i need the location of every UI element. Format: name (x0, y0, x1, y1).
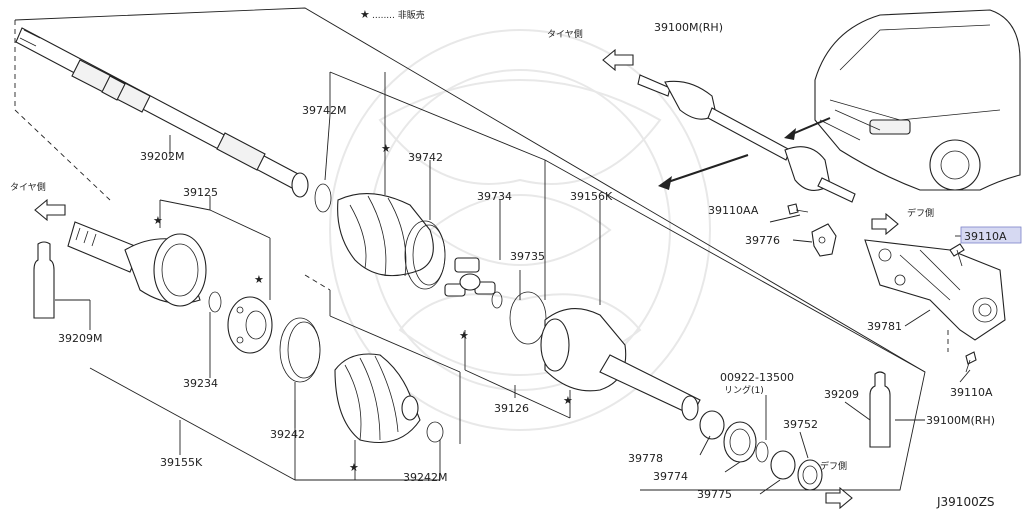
part-39242m[interactable]: 39242M (403, 471, 447, 484)
tripod-39734 (444, 257, 496, 297)
arrow-tire-left (34, 198, 66, 222)
part-00922-13500[interactable]: 00922-13500 (720, 371, 794, 384)
part-39742m[interactable]: 39742M (302, 104, 346, 117)
ring-00922 (755, 441, 769, 463)
label-tire-side-left: タイヤ側 (10, 181, 46, 193)
part-39110a-highlighted[interactable]: 39110A (964, 230, 1007, 243)
part-39735[interactable]: 39735 (510, 250, 545, 263)
non-sale-stars: ★ ★ ★ ★ ★ ★ (153, 142, 573, 474)
arrow-diff-bottom (825, 486, 853, 510)
svg-text:★: ★ (349, 461, 359, 474)
boot-lower (334, 353, 421, 444)
label-diff-side-bottom: デフ側 (820, 460, 847, 472)
part-39234[interactable]: 39234 (183, 377, 218, 390)
part-39775[interactable]: 39775 (697, 488, 732, 501)
legend-text: ........ 非販売 (372, 9, 425, 21)
seal-39775 (770, 450, 796, 480)
snap-ring-small (491, 291, 503, 309)
part-39126[interactable]: 39126 (494, 402, 529, 415)
svg-text:★: ★ (381, 142, 391, 155)
part-39125[interactable]: 39125 (183, 186, 218, 199)
part-39100m-rh-right[interactable]: 39100M(RH) (926, 414, 995, 427)
diagram-code: J39100ZS (936, 495, 995, 509)
part-39110aa[interactable]: 39110AA (708, 204, 759, 217)
pointer-arrow-1 (789, 117, 831, 136)
part-39156k[interactable]: 39156K (570, 190, 613, 203)
snap-ring-39234 (208, 291, 222, 313)
part-39110a-bottom[interactable]: 39110A (950, 386, 993, 399)
part-39742[interactable]: 39742 (408, 151, 443, 164)
arrow-diff-right (871, 212, 899, 236)
svg-text:★: ★ (153, 214, 163, 227)
part-39778[interactable]: 39778 (628, 452, 663, 465)
part-labels[interactable]: 39100M(RH) 39202M 39742M 39742 39734 391… (58, 21, 1022, 501)
part-39752[interactable]: 39752 (783, 418, 818, 431)
grease-tube-39209 (869, 371, 891, 448)
bracket-39781 (864, 239, 1006, 341)
pointer-arrow-2 (664, 154, 749, 184)
label-diff-side-right: デフ側 (907, 207, 934, 219)
part-39781[interactable]: 39781 (867, 320, 902, 333)
part-39110a-highlight (960, 226, 1022, 244)
part-39202m[interactable]: 39202M (140, 150, 184, 163)
bolt-39110aa (787, 203, 809, 215)
part-39100m-rh-top[interactable]: 39100M(RH) (654, 21, 723, 34)
outer-joint-39125 (67, 221, 207, 307)
svg-text:★: ★ (563, 394, 573, 407)
part-39209m[interactable]: 39209M (58, 332, 102, 345)
grease-tube-39209m (33, 241, 55, 319)
arrow-tire-top (602, 48, 634, 72)
shaft-39202m (15, 27, 309, 198)
bolt-39110a-top (949, 243, 965, 267)
seal-39752 (797, 459, 823, 491)
plate-39776 (811, 223, 837, 257)
part-39774[interactable]: 39774 (653, 470, 688, 483)
legend-star-icon: ★ (360, 8, 370, 21)
boot-upper (314, 183, 434, 277)
leader-lines (55, 71, 971, 495)
bearing-39774 (723, 421, 757, 463)
label-tire-side-top: タイヤ側 (547, 28, 583, 40)
bolt-39110a-bottom (965, 351, 977, 373)
shaft-39100m-top (637, 74, 856, 203)
band-small-lower (426, 421, 444, 443)
part-39242[interactable]: 39242 (270, 428, 305, 441)
svg-text:★: ★ (254, 273, 264, 286)
ring-39735 (509, 291, 547, 345)
svg-text:★: ★ (459, 329, 469, 342)
vehicle-illustration (814, 9, 1021, 191)
part-ring[interactable]: リング(1) (724, 384, 764, 396)
part-39734[interactable]: 39734 (477, 190, 512, 203)
part-39776[interactable]: 39776 (745, 234, 780, 247)
inner-race (227, 296, 273, 354)
seal-39778 (699, 410, 725, 440)
inner-housing-39126 (540, 308, 701, 421)
part-39155k[interactable]: 39155K (160, 456, 203, 469)
part-39209[interactable]: 39209 (824, 388, 859, 401)
